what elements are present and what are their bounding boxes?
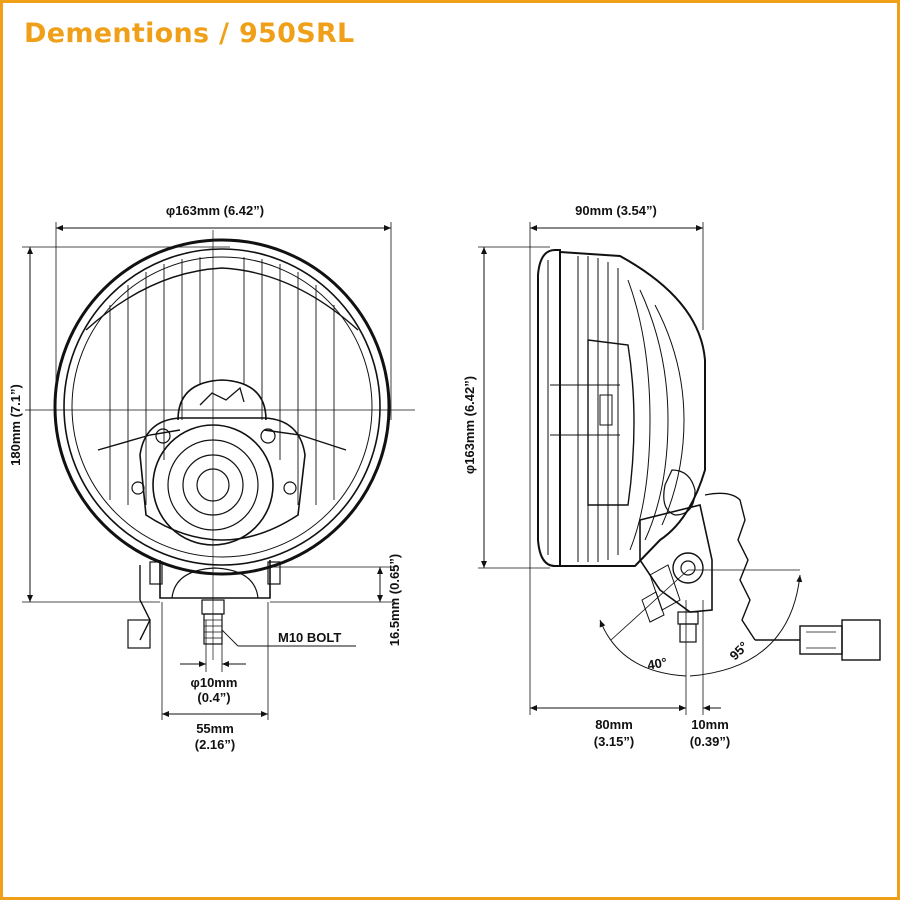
base-width-label: 55mm xyxy=(196,721,234,736)
bolt-dia-label: φ10mm xyxy=(191,675,238,690)
side-depth-label: 90mm (3.54”) xyxy=(575,203,657,218)
tilt-angle-40-label: 40° xyxy=(646,654,668,672)
offset-label: 10mm xyxy=(691,717,729,732)
base-depth-label: 80mm xyxy=(595,717,633,732)
front-height-label: 180mm (7.1”) xyxy=(8,384,23,466)
bracket-height-label: 16.5mm (0.65”) xyxy=(387,554,402,647)
tilt-angle-95-label: 95° xyxy=(727,639,752,664)
reflector-lines xyxy=(109,257,335,505)
side-view xyxy=(478,222,881,715)
bolt-dia-inch-label: (0.4”) xyxy=(197,690,230,705)
front-width-label: φ163mm (6.42”) xyxy=(166,203,264,218)
front-view xyxy=(22,222,415,720)
bolt-label: M10 BOLT xyxy=(278,630,341,645)
page-title: Dementions / 950SRL xyxy=(24,18,355,49)
offset-inch-label: (0.39”) xyxy=(690,734,730,749)
side-diameter-label: φ163mm (6.42”) xyxy=(462,376,477,474)
base-depth-inch-label: (3.15”) xyxy=(594,734,634,749)
base-width-inch-label: (2.16”) xyxy=(195,737,235,752)
heat-fins xyxy=(577,256,685,562)
